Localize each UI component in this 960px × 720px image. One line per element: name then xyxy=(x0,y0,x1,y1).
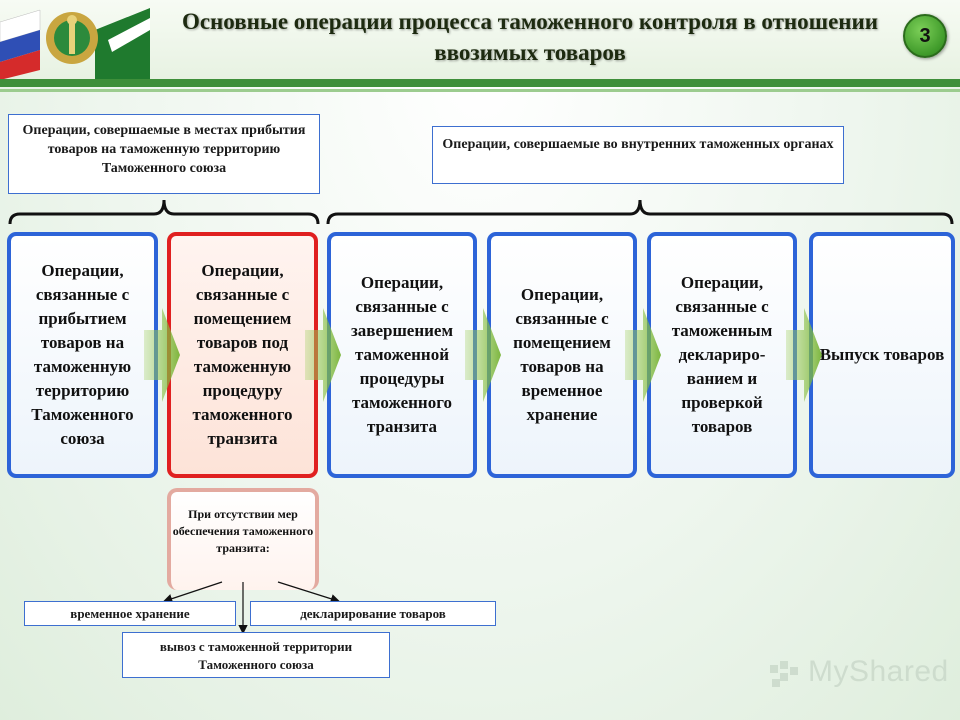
group-label-internal: Операции, совершаемые во внутренних тамо… xyxy=(432,126,844,184)
header-bar xyxy=(0,0,960,80)
arrow-right-icon xyxy=(305,308,341,402)
arrow-right-icon xyxy=(465,308,501,402)
transit-condition-box: При отсутствии мер обеспечения таможенно… xyxy=(167,488,319,590)
brace-internal xyxy=(326,199,954,225)
step-arrival: Операции, связанные с прибытием товаров … xyxy=(7,232,158,478)
option-export: вывоз с таможенной территории Таможенног… xyxy=(122,632,390,678)
group-label-arrival: Операции, совершаемые в местах прибытия … xyxy=(8,114,320,194)
page-number-badge: 3 xyxy=(903,14,947,58)
header-divider xyxy=(0,79,960,87)
arrow-right-icon xyxy=(144,308,180,402)
arrow-right-icon xyxy=(786,308,822,402)
option-temporary-storage: временное хранение xyxy=(24,601,236,626)
header-divider-thin xyxy=(0,89,960,92)
condition-label: При отсутствии мер обеспечения таможенно… xyxy=(172,507,314,555)
step-temporary-storage: Операции, связанные с помещением товаров… xyxy=(487,232,637,478)
option-declaration: декларирование товаров xyxy=(250,601,496,626)
brace-arrival xyxy=(8,199,320,225)
arrow-right-icon xyxy=(625,308,661,402)
flag-emblem-icon xyxy=(0,8,150,80)
page-title: Основные операции процесса таможенного к… xyxy=(181,9,879,65)
step-transit-completion: Операции, связанные с завершением таможе… xyxy=(327,232,477,478)
watermark-text: MyShared xyxy=(808,655,949,688)
watermark-logo-icon xyxy=(770,661,798,687)
